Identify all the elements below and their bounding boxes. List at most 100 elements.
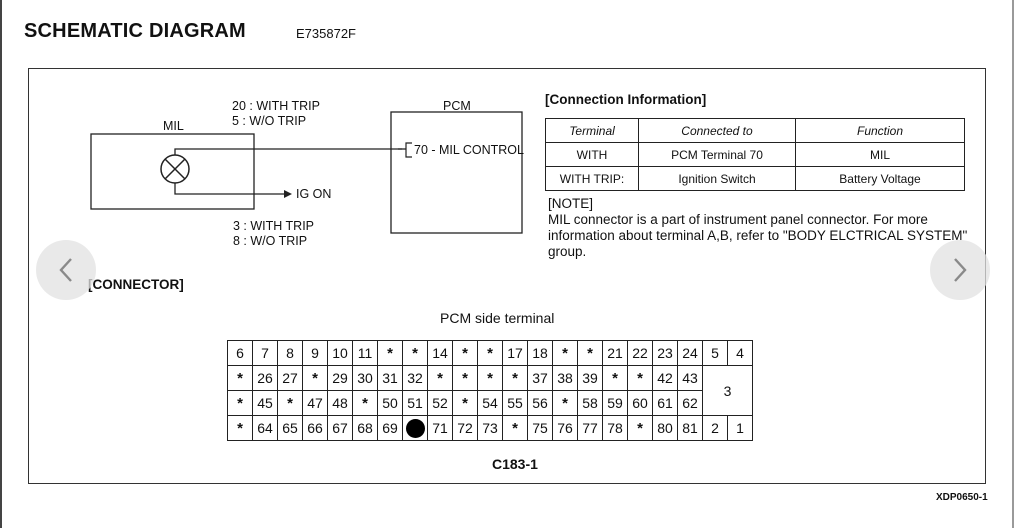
mil-label: MIL bbox=[163, 119, 184, 133]
figure-code: XDP0650-1 bbox=[936, 492, 988, 503]
pin-cell: 76 bbox=[552, 415, 578, 441]
pin-unused: * bbox=[227, 415, 253, 441]
pin-cell: 75 bbox=[527, 415, 553, 441]
cell-connected-to: Ignition Switch bbox=[638, 166, 796, 191]
pin-unused: * bbox=[552, 390, 578, 416]
highlighted-pin-dot-icon bbox=[405, 418, 425, 438]
page-title: SCHEMATIC DIAGRAM bbox=[24, 20, 246, 42]
pin-cell: 69 bbox=[377, 415, 403, 441]
pin-cell: 52 bbox=[427, 390, 453, 416]
pin-cell: 71 bbox=[427, 415, 453, 441]
connection-info-table: Terminal Connected to Function WITH PCM … bbox=[545, 118, 965, 191]
pin-cell: 17 bbox=[502, 340, 528, 366]
pin-cell: 42 bbox=[652, 365, 678, 391]
pin-cell: 72 bbox=[452, 415, 478, 441]
pin-cell: 38 bbox=[552, 365, 578, 391]
pin-unused: * bbox=[502, 365, 528, 391]
connector-section-label: [CONNECTOR] bbox=[88, 277, 184, 292]
cell-terminal: WITH bbox=[545, 142, 639, 167]
next-image-button[interactable] bbox=[930, 240, 990, 300]
previous-image-button[interactable] bbox=[36, 240, 96, 300]
pin-cell: 39 bbox=[577, 365, 603, 391]
table-row: WITH PCM Terminal 70 MIL bbox=[545, 142, 965, 167]
connection-info-title: [Connection Information] bbox=[545, 92, 707, 107]
pin-cell: 24 bbox=[677, 340, 703, 366]
pin-cell: 9 bbox=[302, 340, 328, 366]
pin-cell: 18 bbox=[527, 340, 553, 366]
pin-unused: * bbox=[427, 365, 453, 391]
pin-unused: * bbox=[227, 365, 253, 391]
pin-unused: * bbox=[402, 340, 428, 366]
pin-unused: * bbox=[577, 340, 603, 366]
pin-cell: 68 bbox=[352, 415, 378, 441]
cell-connected-to: PCM Terminal 70 bbox=[638, 142, 796, 167]
note-text: MIL connector is a part of instrument pa… bbox=[548, 212, 968, 259]
pcm-terminal-label: 70 - MIL CONTROL bbox=[414, 143, 524, 157]
pin-unused: * bbox=[477, 340, 503, 366]
pin-highlight-marker bbox=[402, 415, 428, 441]
top-wire-label-1: 20 : WITH TRIP bbox=[232, 99, 320, 113]
pin-unused: * bbox=[377, 340, 403, 366]
pin-unused: * bbox=[452, 340, 478, 366]
pin-unused: * bbox=[627, 415, 653, 441]
pin-cell: 21 bbox=[602, 340, 628, 366]
pin-cell: 3 bbox=[702, 365, 753, 416]
pin-cell: 8 bbox=[277, 340, 303, 366]
pin-cell: 78 bbox=[602, 415, 628, 441]
pin-cell: 22 bbox=[627, 340, 653, 366]
pin-unused: * bbox=[302, 365, 328, 391]
note-block: [NOTE] MIL connector is a part of instru… bbox=[548, 196, 978, 260]
pin-unused: * bbox=[352, 390, 378, 416]
pin-unused: * bbox=[452, 365, 478, 391]
pin-cell: 11 bbox=[352, 340, 378, 366]
pin-cell: 58 bbox=[577, 390, 603, 416]
pin-cell: 67 bbox=[327, 415, 353, 441]
connection-info-header-row: Terminal Connected to Function bbox=[545, 118, 965, 143]
note-heading: [NOTE] bbox=[548, 196, 594, 211]
header-function: Function bbox=[795, 118, 965, 143]
pin-cell: 81 bbox=[677, 415, 703, 441]
pin-cell: 43 bbox=[677, 365, 703, 391]
pin-cell: 14 bbox=[427, 340, 453, 366]
pin-cell: 45 bbox=[252, 390, 278, 416]
pin-cell: 50 bbox=[377, 390, 403, 416]
pcm-side-terminal-label: PCM side terminal bbox=[440, 310, 555, 326]
header-connected-to: Connected to bbox=[638, 118, 796, 143]
pin-unused: * bbox=[452, 390, 478, 416]
pin-cell: 37 bbox=[527, 365, 553, 391]
pin-cell: 2 bbox=[702, 415, 728, 441]
chevron-left-icon bbox=[59, 258, 72, 282]
pin-cell: 26 bbox=[252, 365, 278, 391]
pin-cell: 55 bbox=[502, 390, 528, 416]
bottom-wire-label-1: 3 : WITH TRIP bbox=[233, 219, 315, 233]
pin-cell: 65 bbox=[277, 415, 303, 441]
pin-cell: 60 bbox=[627, 390, 653, 416]
pin-cell: 47 bbox=[302, 390, 328, 416]
pin-unused: * bbox=[477, 365, 503, 391]
pin-unused: * bbox=[602, 365, 628, 391]
pin-cell: 5 bbox=[702, 340, 728, 366]
pcm-label: PCM bbox=[443, 99, 471, 113]
pin-cell: 61 bbox=[652, 390, 678, 416]
pin-cell: 54 bbox=[477, 390, 503, 416]
pin-cell: 80 bbox=[652, 415, 678, 441]
pin-cell: 4 bbox=[727, 340, 753, 366]
pin-cell: 10 bbox=[327, 340, 353, 366]
pin-cell: 23 bbox=[652, 340, 678, 366]
document-code: E735872F bbox=[296, 26, 356, 41]
pin-cell: 1 bbox=[727, 415, 753, 441]
cell-terminal: WITH TRIP: bbox=[545, 166, 639, 191]
pin-cell: 59 bbox=[602, 390, 628, 416]
header-terminal: Terminal bbox=[545, 118, 639, 143]
pin-cell: 32 bbox=[402, 365, 428, 391]
cell-function: Battery Voltage bbox=[795, 166, 965, 191]
chevron-right-icon bbox=[954, 258, 967, 282]
pin-unused: * bbox=[227, 390, 253, 416]
pin-cell: 77 bbox=[577, 415, 603, 441]
